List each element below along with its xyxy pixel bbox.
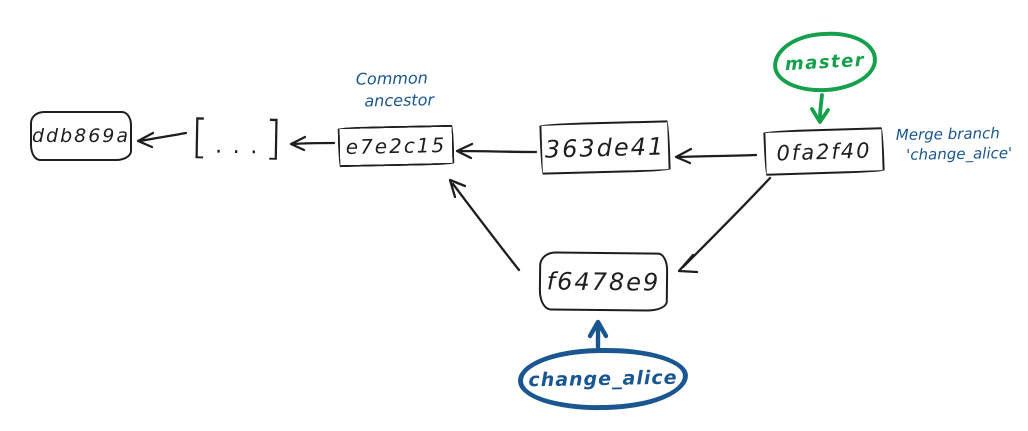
- branch-label-change-alice: change_alice: [517, 346, 689, 412]
- commit-node-363de41: 363de41: [539, 120, 671, 175]
- commit-hash: 363de41: [544, 131, 666, 164]
- commit-hash: ddb869a: [31, 125, 131, 147]
- merge-branch-note: Merge branch 'change_alice': [896, 123, 1013, 166]
- common-ancestor-note: Common ancestor: [336, 67, 449, 112]
- elided-commits: [...]: [187, 105, 288, 169]
- common-ancestor-note-line1: Common: [355, 68, 428, 89]
- edge-e7e2c15-to-elided-arrow: [289, 135, 336, 152]
- branch-label-master: master: [771, 29, 879, 95]
- commit-node-ddb869a: ddb869a: [30, 111, 132, 161]
- commit-node-e7e2c15: e7e2c15: [337, 124, 455, 168]
- commit-hash: e7e2c15: [345, 132, 447, 160]
- merge-branch-note-line1: Merge branch: [895, 124, 1000, 145]
- commit-node-0fa2f40: 0fa2f40: [763, 127, 885, 176]
- change-alice-pointer-arrow: [587, 319, 609, 350]
- commit-node-f6478e9: f6478e9: [538, 251, 669, 312]
- edge-elided-to-ddb869a-arrow: [136, 131, 188, 149]
- edge-363de41-to-e7e2c15-arrow: [455, 142, 538, 160]
- edge-0fa2f40-to-f6478e9-arrow: [677, 176, 772, 274]
- common-ancestor-note-line2: ancestor: [364, 89, 435, 111]
- branch-name: change_alice: [528, 366, 678, 392]
- edge-f6478e9-to-e7e2c15-arrow: [448, 178, 521, 272]
- master-pointer-arrow: [810, 93, 830, 124]
- commit-hash: f6478e9: [546, 266, 661, 297]
- merge-branch-note-line2: 'change_alice': [906, 144, 1013, 165]
- commit-hash: 0fa2f40: [776, 138, 872, 165]
- elided-commits-label: [...]: [190, 109, 286, 165]
- edge-0fa2f40-to-363de41-arrow: [674, 147, 758, 165]
- branch-name: master: [784, 49, 866, 75]
